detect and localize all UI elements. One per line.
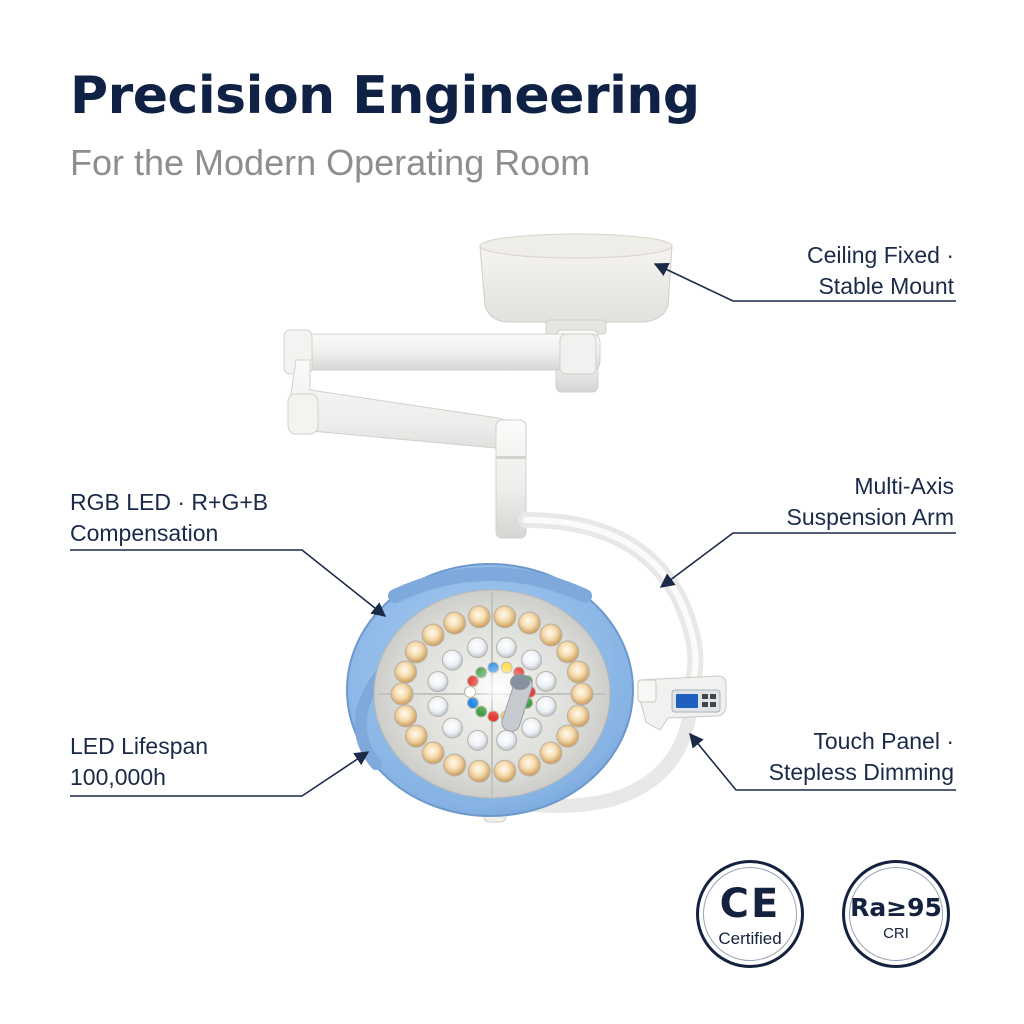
warm-led <box>517 611 541 635</box>
warm-led <box>566 660 590 684</box>
warm-led <box>556 724 580 748</box>
lower-arm <box>287 359 527 539</box>
leader-line-lifespan <box>70 751 370 797</box>
callout-lifespan-line1: LED Lifespan <box>70 733 209 759</box>
white-led <box>535 695 557 717</box>
warm-led <box>443 611 467 635</box>
warm-led <box>517 753 541 777</box>
leader-line-ceiling <box>653 263 956 302</box>
warm-led <box>404 724 428 748</box>
leader-lines <box>70 263 956 797</box>
ce-certified-badge: CE Certified <box>696 860 804 968</box>
leader-line-panel <box>689 732 956 791</box>
warm-led <box>566 704 590 728</box>
touch-panel <box>637 675 727 731</box>
white-led <box>427 696 449 718</box>
white-led <box>495 637 517 659</box>
warm-led <box>493 605 517 629</box>
page-subtitle: For the Modern Operating Room <box>70 142 591 183</box>
warm-led <box>467 759 491 783</box>
callout-ceiling-mount: Ceiling Fixed · Stable Mount <box>807 240 954 302</box>
callout-arm-line2: Suspension Arm <box>786 504 954 530</box>
white-led <box>521 649 543 671</box>
page-title: Precision Engineering <box>70 66 700 126</box>
white-led <box>466 637 488 659</box>
white-led <box>521 717 543 739</box>
warm-led <box>493 759 517 783</box>
callout-ceiling-line2: Stable Mount <box>818 273 954 299</box>
warm-led <box>404 640 428 664</box>
warm-led <box>421 623 445 647</box>
cri-badge: Ra≥95 CRI <box>842 860 950 968</box>
cri-value: Ra≥95 <box>850 893 942 922</box>
leader-line-arm <box>659 532 956 588</box>
white-led <box>467 729 489 751</box>
warm-led <box>556 640 580 664</box>
warm-led <box>390 682 414 706</box>
warm-led <box>539 623 563 647</box>
callout-ceiling-line1: Ceiling Fixed · <box>807 242 954 268</box>
callout-rgb-led: RGB LED · R+G+B Compensation <box>70 487 268 549</box>
warm-led <box>467 605 491 629</box>
warm-led <box>394 704 418 728</box>
warm-led <box>394 660 418 684</box>
white-led <box>441 717 463 739</box>
ce-mark: CE <box>719 881 781 927</box>
upper-arm <box>283 329 601 375</box>
leader-line-rgb <box>70 549 387 617</box>
callout-panel-line1: Touch Panel · <box>813 728 954 754</box>
warm-led <box>421 741 445 765</box>
callout-rgb-line1: RGB LED · R+G+B <box>70 489 269 515</box>
warm-led <box>570 682 594 706</box>
led-array <box>390 605 594 783</box>
callout-arm-line1: Multi-Axis <box>854 473 954 499</box>
callout-touch-panel: Touch Panel · Stepless Dimming <box>769 726 954 788</box>
lamp-head <box>346 563 634 817</box>
callout-led-lifespan: LED Lifespan 100,000h <box>70 731 208 793</box>
white-led <box>496 729 518 751</box>
warm-led <box>539 741 563 765</box>
cri-label: CRI <box>883 925 909 942</box>
white-led <box>427 671 449 693</box>
callout-suspension-arm: Multi-Axis Suspension Arm <box>787 471 954 533</box>
white-led <box>441 649 463 671</box>
ce-label: Certified <box>718 929 782 948</box>
callout-rgb-line2: Compensation <box>70 520 219 546</box>
callout-lifespan-line2: 100,000h <box>70 764 166 790</box>
warm-led <box>443 753 467 777</box>
white-led <box>535 670 557 692</box>
callout-panel-line2: Stepless Dimming <box>768 759 954 785</box>
